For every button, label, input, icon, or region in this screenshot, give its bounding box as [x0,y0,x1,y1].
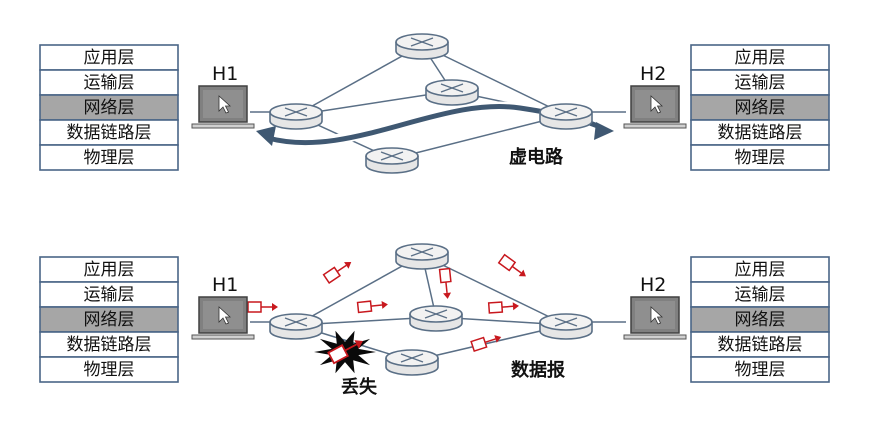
host-label-left: H1 [212,274,238,296]
lost-label: 丢失 [341,376,378,398]
virtual-circuit-label: 虚电路 [509,146,564,168]
layer-label: 应用层 [735,260,786,280]
layer-label: 运输层 [735,73,786,93]
layer-cell [39,94,179,121]
vc-link [421,44,567,116]
layer-label: 数据链路层 [718,335,803,355]
laptop-left-dg-icon [191,296,255,340]
host-label-right: H2 [640,63,666,85]
datagram-packet-icon [356,298,390,314]
vc-link [391,114,567,160]
layer-cell [39,119,179,146]
layer-cell [39,144,179,171]
layer-label: 应用层 [735,48,786,68]
vc-router-bottom-icon [365,147,419,174]
layer-cell [690,94,830,121]
laptop-right-vc-icon [623,85,687,129]
datagram-packet-icon [497,253,530,282]
layer-label: 物理层 [84,360,135,380]
virtual-circuit-arrowhead-right [594,122,614,140]
layer-cell [39,356,179,383]
datagram-packet-icon [247,301,279,313]
layer-cell [690,69,830,96]
laptop-right-dg-icon [623,296,687,340]
dg-router-right-icon [539,313,593,340]
layer-label: 网络层 [84,98,135,118]
laptop-left-vc-icon [191,85,255,129]
dg-link [295,254,423,326]
layer-label: 网络层 [735,98,786,118]
layer-cell [39,331,179,358]
layer-label: 数据链路层 [718,123,803,143]
dg-router-top-icon [395,243,449,270]
layer-cell [39,44,179,71]
layer-label: 物理层 [735,360,786,380]
layer-cell [690,119,830,146]
layer-label: 运输层 [84,73,135,93]
vc-router-top-icon [395,33,449,60]
layer-cell [690,44,830,71]
layer-label: 物理层 [84,148,135,168]
vc-router-right-icon [539,103,593,130]
virtual-circuit-arrowhead-left [256,126,276,146]
dg-router-bottom-icon [385,349,439,376]
dg-router-left-icon [269,313,323,340]
layer-cell [690,331,830,358]
datagram-label: 数据报 [511,359,565,381]
layer-label: 应用层 [84,48,135,68]
dg-router-middle-icon [409,305,463,332]
datagram-packet-icon [487,300,521,314]
layer-label: 网络层 [735,310,786,330]
datagram-packet-icon [470,331,504,352]
vc-link [295,44,423,116]
vc-router-middle-icon [425,79,479,106]
layer-label: 应用层 [84,260,135,280]
layer-cell [690,356,830,383]
vc-router-left-icon [269,103,323,130]
layer-label: 数据链路层 [67,335,152,355]
layer-label: 运输层 [735,285,786,305]
dg-link [421,254,567,326]
datagram-packet-icon [438,267,454,301]
layer-label: 运输层 [84,285,135,305]
host-label-right: H2 [640,274,666,296]
layer-cell [39,306,179,333]
layer-label: 物理层 [735,148,786,168]
layer-label: 数据链路层 [67,123,152,143]
layer-cell [690,144,830,171]
datagram-packet-icon [322,257,355,284]
layer-cell [39,69,179,96]
host-label-left: H1 [212,63,238,85]
layer-label: 网络层 [84,310,135,330]
